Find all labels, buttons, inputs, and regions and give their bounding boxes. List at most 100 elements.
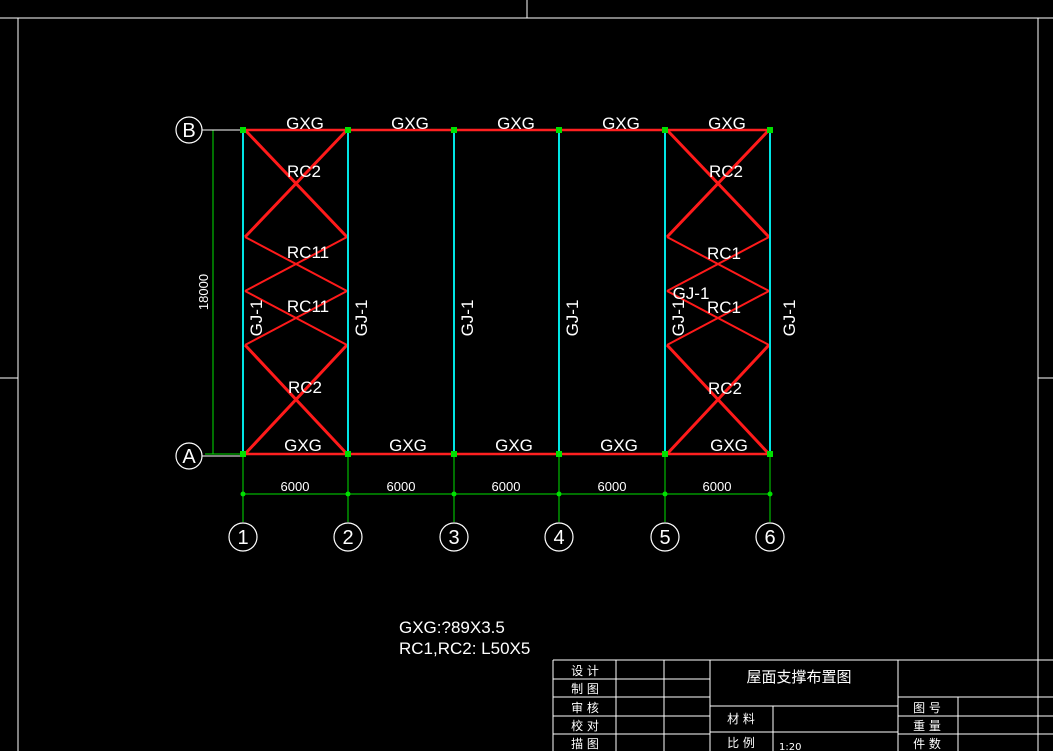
top-beam-label-5: GXG	[708, 114, 746, 133]
bottom-beam-labels: GXG GXG GXG GXG GXG	[284, 436, 748, 455]
tb-label-quantity: 件 数	[913, 736, 941, 751]
drawing-title: 屋面支撑布置图	[746, 668, 851, 686]
bay1-brace-label-2: RC11	[287, 243, 329, 262]
axis-bubble-2	[333, 522, 363, 552]
node-1B	[240, 127, 246, 133]
top-beam-label-1: GXG	[286, 114, 324, 133]
dim-tick-4	[556, 491, 562, 497]
node-5B	[662, 127, 668, 133]
material-notes: GXG:?89X3.5 RC1,RC2: L50X5	[399, 618, 530, 658]
top-beam-label-3: GXG	[497, 114, 535, 133]
col-axis-2: 2	[333, 522, 363, 552]
bay1-bracing	[243, 128, 349, 456]
col-axis-6: 6	[755, 522, 785, 552]
tie-beams	[243, 128, 771, 456]
frame-label-4: GJ-1	[563, 300, 582, 337]
axis-label-4: 4	[553, 527, 564, 549]
tb-label-material: 材 料	[727, 712, 755, 726]
bay-dim-text-3: 6000	[492, 479, 521, 494]
title-block: 设 计 制 图 审 核 校 对 描 图 屋面支撑布置图 材 料 比 例 1:20…	[552, 659, 1053, 751]
bay1-brace-rc2-bot-b	[243, 343, 349, 456]
col-axis-5: 5	[650, 522, 680, 552]
dim-tick-6	[767, 491, 773, 497]
axis-label-6: 6	[764, 527, 775, 549]
bay-dim-text-4: 6000	[598, 479, 627, 494]
bay-dim-text-1: 6000	[281, 479, 310, 494]
top-beam-label-2: GXG	[391, 114, 429, 133]
bay5-brace-label-2: RC1	[707, 244, 741, 263]
dim-tick-2	[345, 491, 351, 497]
bottom-beam-label-1: GXG	[284, 436, 322, 455]
axis-label-2: 2	[342, 527, 353, 549]
node-3B	[451, 127, 457, 133]
axis-bubble-4	[544, 522, 574, 552]
row-axis-A: A	[175, 442, 243, 470]
axis-bubble-5	[650, 522, 680, 552]
tb-label-weight: 重 量	[913, 719, 941, 733]
note-line-2: RC1,RC2: L50X5	[399, 639, 530, 658]
bay-dim-text-5: 6000	[703, 479, 732, 494]
node-2A	[345, 451, 351, 457]
node-4B	[556, 127, 562, 133]
dim-tick-5	[662, 491, 668, 497]
tb-label-design: 设 计	[571, 664, 599, 678]
node-5A	[662, 451, 668, 457]
bay5-brace-rc2-top-b	[665, 128, 771, 239]
frame-label-2: GJ-1	[352, 300, 371, 337]
axis-label-5: 5	[659, 527, 670, 549]
column-axes: 1 2 3 4 5 6	[228, 522, 785, 552]
dim-tick-1	[240, 491, 246, 497]
tb-label-drawn: 制 图	[571, 682, 599, 696]
bay5-brace-rc2-bot-b	[665, 343, 771, 456]
height-dimension: 18000	[196, 129, 243, 455]
frame-label-3: GJ-1	[458, 300, 477, 337]
frame-labels: GJ-1 GJ-1 GJ-1 GJ-1 GJ-1 GJ-1	[247, 300, 799, 337]
dim-tick-3	[451, 491, 457, 497]
axis-bubble-6	[755, 522, 785, 552]
top-beam-labels: GXG GXG GXG GXG GXG	[286, 114, 746, 133]
bay1-brace-rc11-d	[244, 290, 348, 346]
bay1-brace-label-1: RC2	[287, 162, 321, 181]
tb-scale-value: 1:20	[779, 742, 801, 751]
node-1A	[240, 451, 246, 457]
tb-label-check: 校 对	[571, 718, 599, 733]
axis-bubble-1	[228, 522, 258, 552]
node-markers	[240, 127, 773, 457]
node-4A	[556, 451, 562, 457]
note-line-1: GXG:?89X3.5	[399, 618, 505, 637]
bottom-beam-label-5: GXG	[710, 436, 748, 455]
row-axis-B: B	[175, 116, 243, 144]
bay1-brace-label-4: RC2	[288, 378, 322, 397]
dim-ticks	[240, 491, 773, 497]
col-axis-3: 3	[439, 522, 469, 552]
frame-columns	[242, 128, 771, 456]
axis-label-A: A	[182, 446, 196, 468]
bay1-brace-labels: RC2 RC11 RC11 RC2	[287, 162, 329, 397]
bottom-beam-label-2: GXG	[389, 436, 427, 455]
bay5-brace-label-1: RC2	[709, 162, 743, 181]
bay5-frame-note: GJ-1	[673, 284, 710, 303]
frame-label-5: GJ-1	[669, 300, 688, 337]
frame-label-6: GJ-1	[780, 300, 799, 337]
col-axis-4: 4	[544, 522, 574, 552]
node-6B	[767, 127, 773, 133]
tb-label-trace: 描 图	[571, 737, 599, 751]
tb-label-drawing-no: 图 号	[913, 701, 941, 715]
bay-dimensions: 6000 6000 6000 6000 6000	[240, 456, 773, 522]
bay5-brace-rc1-d	[666, 290, 770, 346]
bay5-brace-label-3: RC1	[707, 298, 741, 317]
height-dim-text: 18000	[196, 274, 211, 310]
bay5-bracing	[665, 128, 771, 456]
bay1-brace-rc11-b	[244, 236, 348, 292]
bay5-brace-rc1-b	[666, 236, 770, 292]
axis-label-1: 1	[237, 527, 248, 549]
node-2B	[345, 127, 351, 133]
bay-dim-extensions	[242, 456, 771, 522]
node-3A	[451, 451, 457, 457]
bay5-brace-labels: RC2 RC1 RC1 RC2 GJ-1	[673, 162, 743, 398]
bay1-brace-rc2-top-b	[243, 128, 349, 239]
bay1-brace-label-3: RC11	[287, 297, 329, 316]
frame-label-1: GJ-1	[247, 300, 266, 337]
tb-label-scale: 比 例	[727, 736, 755, 750]
